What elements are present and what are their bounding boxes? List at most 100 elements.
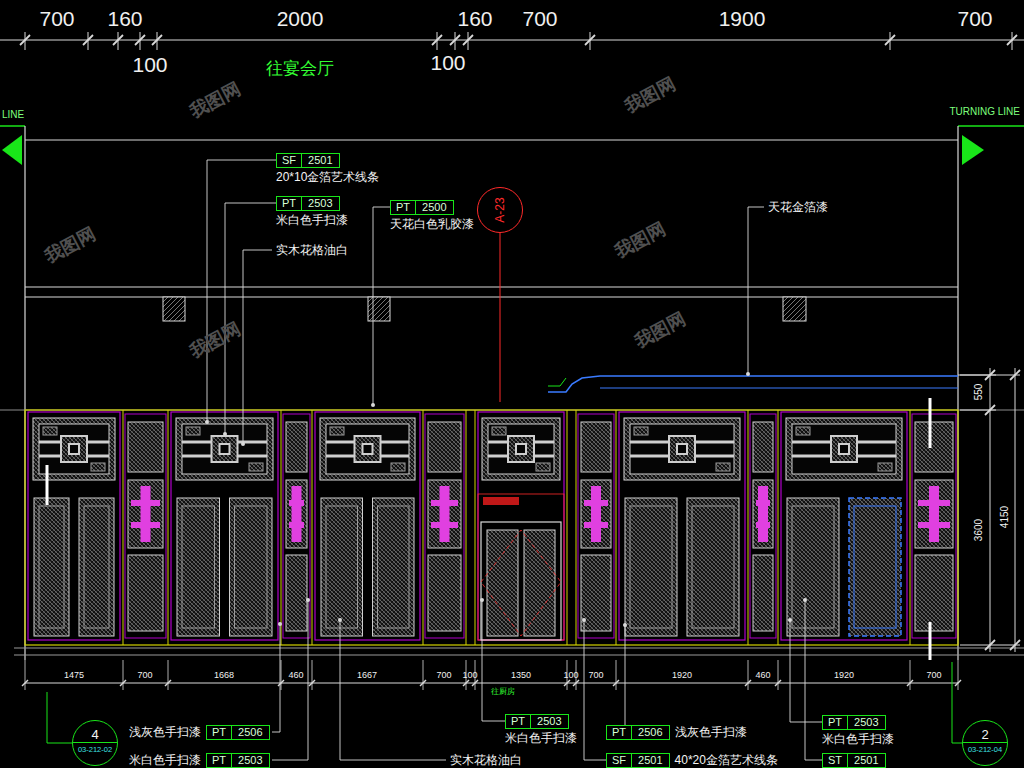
lattice-bar xyxy=(792,455,831,458)
ceiling-line xyxy=(25,287,958,288)
leader-dot xyxy=(788,618,792,622)
dimension-tick xyxy=(745,680,751,686)
carved-panel xyxy=(625,498,677,636)
leader-dot xyxy=(480,598,484,602)
door-frame xyxy=(481,522,561,640)
tag-frame: SF2501 xyxy=(606,753,670,768)
dimension-tick xyxy=(120,680,126,686)
lattice-corner xyxy=(249,463,263,471)
dimension-tick xyxy=(22,680,28,686)
material-note: 米白色手扫漆 xyxy=(276,213,348,227)
strip-frame xyxy=(125,414,166,638)
dimension: 1668 xyxy=(214,671,234,680)
dimension-tick xyxy=(463,35,473,45)
leader-dot xyxy=(241,442,245,446)
bay-frame xyxy=(478,412,564,640)
dimension-tick xyxy=(472,680,478,686)
strip-panel xyxy=(753,422,773,472)
dimension-tick xyxy=(309,680,315,686)
material-number: 2503 xyxy=(530,715,567,728)
lattice-bar xyxy=(381,441,410,444)
extension-line xyxy=(748,660,749,690)
dimension-tick xyxy=(450,35,460,45)
extension-line xyxy=(910,660,911,690)
pink-motif xyxy=(289,500,304,506)
extension-line xyxy=(423,660,424,690)
dimension: 700 xyxy=(522,8,557,29)
panel-divider xyxy=(616,410,617,645)
lattice-bar xyxy=(381,455,410,458)
turning-line-label: LINE xyxy=(2,110,24,120)
lattice-core xyxy=(69,444,79,454)
dimension-tick xyxy=(420,680,426,686)
dimension: 460 xyxy=(755,671,770,680)
leader-dot xyxy=(205,420,209,424)
section-mark xyxy=(929,622,932,660)
strip-panel xyxy=(581,480,611,548)
lattice-bar xyxy=(695,441,734,444)
strip-frame xyxy=(425,414,464,638)
material-tag: PT2503米白色手扫漆 xyxy=(822,715,894,746)
dimension: 550 xyxy=(974,384,984,401)
turning-line-label: TURNING LINE xyxy=(949,107,1020,117)
lattice-corner xyxy=(536,463,550,471)
ceiling-gold-line xyxy=(600,388,958,389)
lattice-bar xyxy=(695,455,734,458)
material-note: 米白色手扫漆 xyxy=(505,731,577,745)
wall-outline xyxy=(25,410,958,645)
lattice-bar xyxy=(326,441,355,444)
panel-divider xyxy=(423,410,424,645)
lattice-ground xyxy=(792,424,896,474)
bay-frame xyxy=(28,412,120,640)
leader-dot xyxy=(223,432,227,436)
lattice-bar xyxy=(238,455,268,458)
carved-panel-inner xyxy=(235,506,268,628)
ceiling-soffit xyxy=(783,297,806,321)
panel-divider xyxy=(778,410,779,645)
dimension-tick xyxy=(907,680,913,686)
strip-panel xyxy=(428,555,461,631)
callout-lower: 03-212-04 xyxy=(963,743,1007,765)
material-tag: PT2503米白色手扫漆 xyxy=(276,196,348,227)
lattice-bar xyxy=(488,441,508,444)
strip-frame xyxy=(578,414,614,638)
ceiling-soffit xyxy=(368,297,390,321)
tag-frame: SF2501 xyxy=(276,153,340,168)
material-tag: PT2500天花白色乳胶漆 xyxy=(390,200,474,231)
leader-dot xyxy=(803,598,807,602)
strip-panel xyxy=(915,480,953,548)
tag-frame: PT2503 xyxy=(206,753,270,768)
strip-panel xyxy=(128,555,163,631)
pink-motif xyxy=(918,522,950,528)
material-tag: PT2503 米白色手扫漆 xyxy=(505,714,577,745)
panel-divider xyxy=(168,410,169,645)
door-opening xyxy=(478,494,564,640)
section-cut-line xyxy=(500,233,501,402)
bay-frame xyxy=(619,412,745,640)
material-code: ST xyxy=(823,754,847,767)
leader-dot xyxy=(278,622,282,626)
carved-panel xyxy=(849,498,901,636)
lattice-square xyxy=(212,436,238,462)
material-tag: ST2501 xyxy=(822,753,886,768)
material-tag: SF250120*10金箔艺术线条 xyxy=(276,153,379,184)
callout-number: 2 xyxy=(981,727,988,742)
carved-panel xyxy=(177,498,220,636)
lattice-ground xyxy=(630,424,734,474)
sheet-ref: 03-212-04 xyxy=(968,745,1002,755)
callout-leader xyxy=(47,692,72,743)
tag-frame: PT2506 xyxy=(206,725,270,740)
dimension: 100 xyxy=(563,671,578,680)
dimension-tick xyxy=(955,680,961,686)
floor-line xyxy=(14,648,1024,649)
material-number: 2506 xyxy=(231,726,268,739)
turning-line xyxy=(958,125,1024,127)
lattice-core xyxy=(220,444,230,454)
dimension: 700 xyxy=(957,8,992,29)
strip-panel xyxy=(128,422,163,472)
material-code: PT xyxy=(506,715,530,728)
dimension-tick xyxy=(775,680,781,686)
strip-panel xyxy=(915,422,953,472)
leader-dot xyxy=(582,618,586,622)
